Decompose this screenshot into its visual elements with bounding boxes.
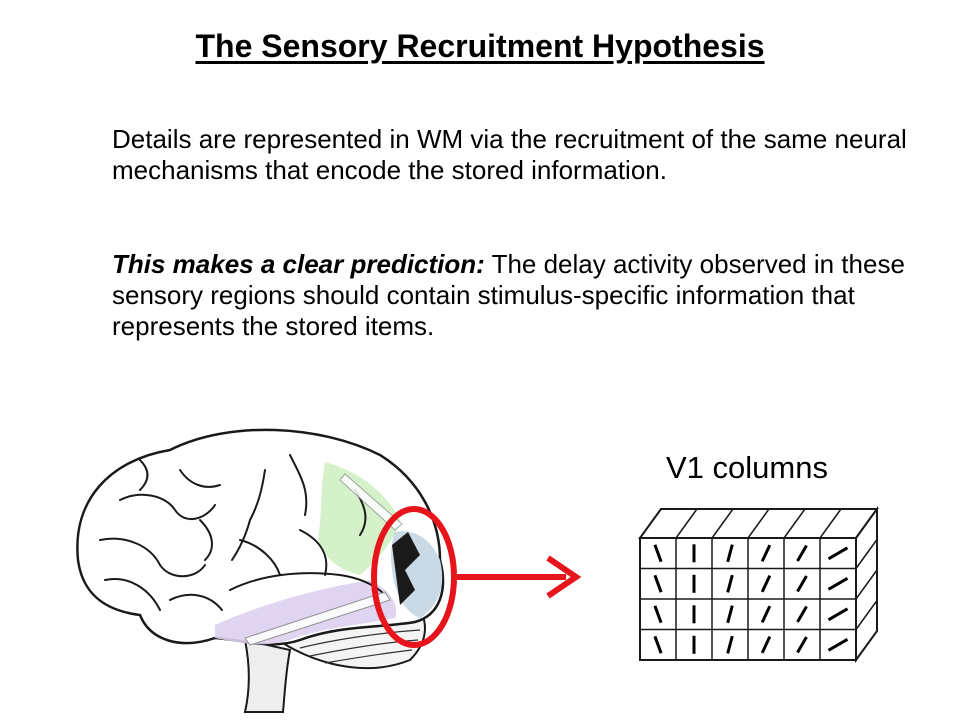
prediction-text: This makes a clear prediction: The delay…: [112, 249, 912, 342]
purple-region: [215, 580, 397, 645]
prediction-body: The delay activity observed in these sen…: [112, 249, 905, 341]
column-divider-top: [747, 508, 770, 539]
orientation-marks: [653, 544, 849, 654]
red-arrow-head: [546, 555, 582, 599]
column-divider-top: [819, 508, 842, 539]
v1-columns-block: [638, 505, 879, 664]
prediction-lead: This makes a clear prediction:: [112, 249, 485, 279]
brainstem: [243, 638, 292, 713]
orientation-mark: [827, 577, 849, 591]
orientation-mark: [827, 638, 849, 652]
orientation-mark: [827, 607, 849, 622]
row-divider-side: [855, 539, 878, 569]
v1-columns-label: V1 columns: [666, 450, 828, 485]
orientation-mark: [760, 574, 772, 593]
visual-cortex-strip: [392, 532, 420, 605]
orientation-mark: [653, 605, 663, 624]
orientation-mark: [653, 574, 663, 593]
highlight-circle: [371, 506, 457, 648]
row-divider-side: [855, 569, 878, 600]
pathway-arrow: [244, 591, 391, 646]
column-divider-top: [711, 508, 734, 539]
orientation-mark: [726, 544, 734, 563]
block-gridlines: [640, 508, 878, 660]
row-divider-side: [855, 600, 878, 630]
orientation-mark: [760, 635, 772, 654]
column-divider-top: [675, 508, 698, 539]
brain-illustration: [76, 428, 582, 713]
definition-text: Details are represented in WM via the re…: [112, 124, 907, 185]
orientation-mark: [653, 635, 663, 654]
orientation-mark: [827, 546, 849, 561]
orientation-mark: [726, 605, 734, 624]
pathway-arrow-upper: [339, 473, 403, 531]
orientation-mark: [726, 635, 734, 654]
orientation-mark: [796, 636, 808, 654]
orientation-mark: [796, 605, 808, 623]
orientation-mark: [726, 574, 734, 593]
orientation-mark: [760, 605, 772, 624]
orientation-mark: [760, 544, 772, 563]
orientation-mark: [796, 544, 808, 562]
orientation-mark: [653, 544, 663, 563]
column-divider-top: [783, 508, 806, 539]
orientation-mark: [796, 575, 808, 593]
slide-title: The Sensory Recruitment Hypothesis: [195, 28, 765, 64]
